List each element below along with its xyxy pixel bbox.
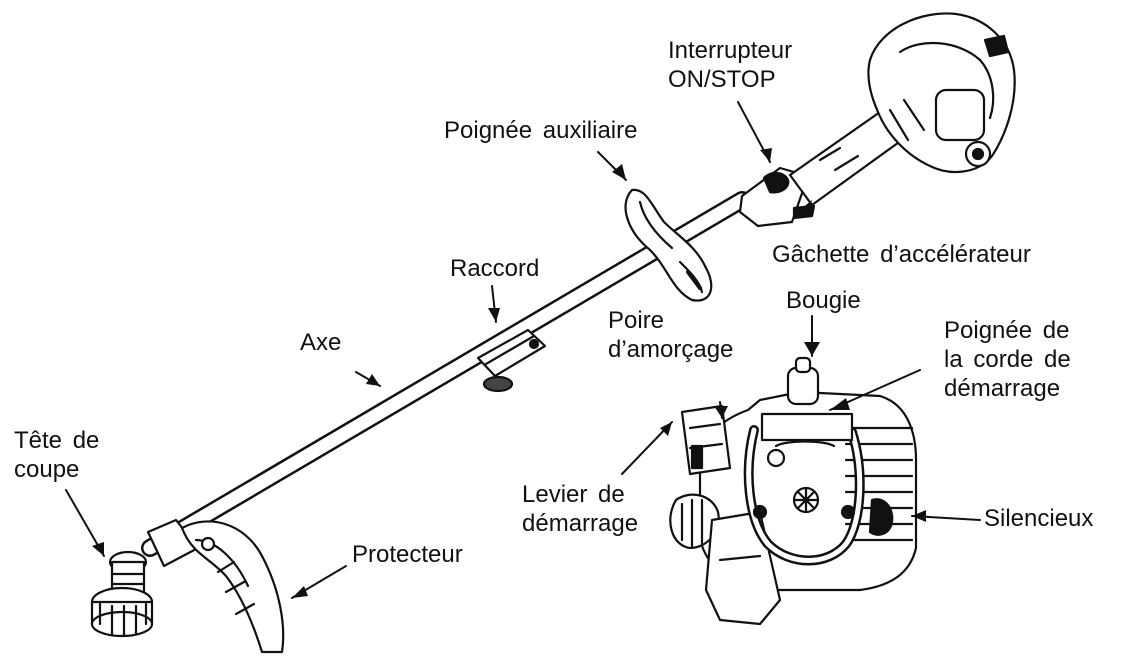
label-silencieux: Silencieux — [984, 505, 1094, 532]
guard — [180, 520, 285, 654]
coupler — [476, 328, 547, 393]
rear-engine — [867, 12, 1016, 173]
label-poire-amorcage: Poire d’amorçage — [608, 307, 734, 363]
label-bougie: Bougie — [786, 287, 861, 314]
label-raccord: Raccord — [450, 255, 540, 282]
arrow-heads — [92, 148, 926, 598]
shaft — [141, 191, 751, 557]
label-tete-de-coupe: Tête de coupe — [14, 427, 100, 483]
label-poignee-auxiliaire: Poignée auxiliaire — [444, 117, 638, 144]
label-gachette-accelerateur: Gâchette d’accélérateur — [772, 241, 1031, 268]
engine-detail — [669, 356, 918, 626]
label-poignee-corde: Poignée de la corde de démarrage — [944, 317, 1071, 402]
label-interrupteur: Interrupteur ON/STOP — [668, 37, 793, 93]
cutting-head — [90, 518, 200, 638]
label-protecteur: Protecteur — [352, 541, 463, 568]
label-levier-demarrage: Levier de démarrage — [522, 481, 639, 537]
label-axe: Axe — [300, 329, 342, 356]
auxiliary-handle — [624, 188, 713, 302]
